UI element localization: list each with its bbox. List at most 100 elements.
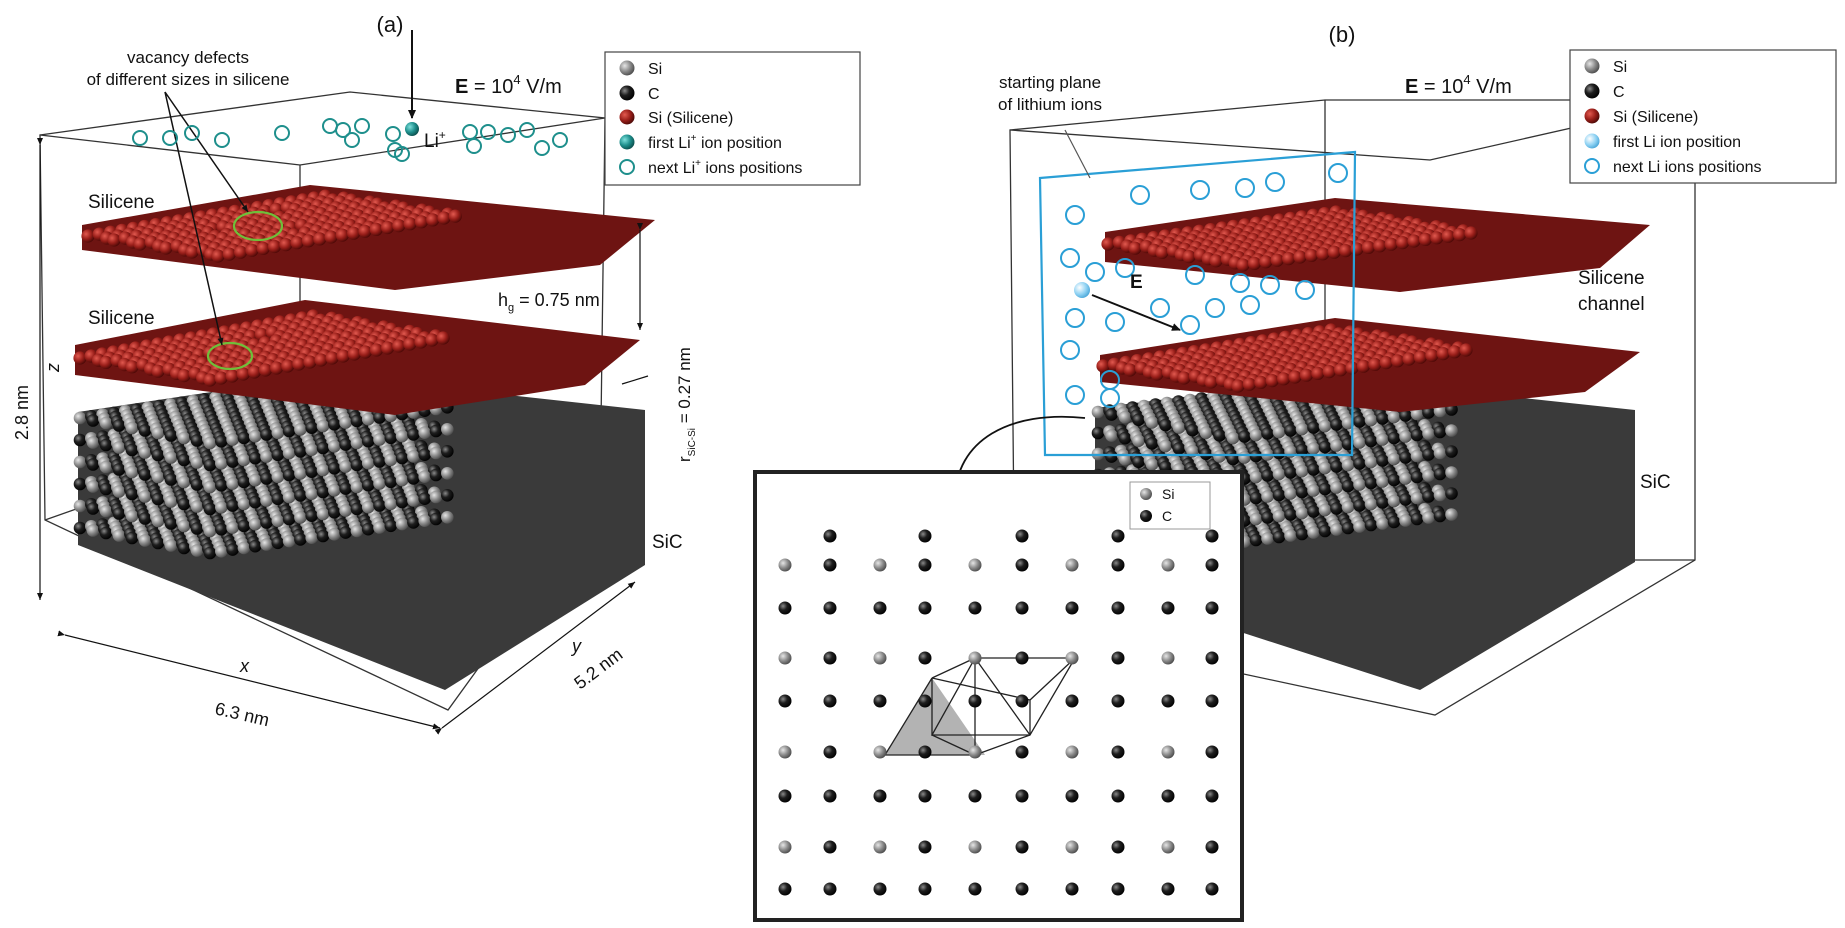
silicene-atom (358, 345, 372, 359)
inset-c-atom (1205, 745, 1219, 759)
sic-si-atom (1433, 488, 1447, 502)
sic-c-atom (1399, 493, 1412, 506)
sic-si-atom (429, 446, 443, 460)
sic-c-atom (1433, 509, 1447, 523)
sic-c-atom (282, 424, 296, 438)
next-li-ion-ring (1180, 315, 1200, 335)
legend-a-si-swatch (619, 60, 635, 76)
sic-c-atom (99, 482, 113, 496)
panel-b-silicene-top-atoms (1101, 205, 1478, 272)
sic-c-atom (1238, 430, 1251, 443)
silicene-atom (1441, 229, 1455, 243)
silicene-atom (303, 355, 317, 369)
silicene-atom (1430, 231, 1444, 245)
sic-c-atom (1318, 440, 1332, 454)
inset-legend-si-text: Si (1162, 486, 1174, 502)
sic-c-atom (305, 421, 319, 435)
inset-si-atom (873, 840, 887, 854)
sic-si-atom (125, 465, 139, 479)
sic-c-atom (177, 497, 191, 511)
silicene-atom (1236, 258, 1250, 272)
sic-c-atom (1249, 533, 1263, 547)
sic-si-atom (226, 433, 239, 446)
legend-a-first-text: first Li+ ion position (648, 133, 782, 152)
panel-b-silicene-bottom-atoms (1096, 323, 1473, 393)
sic-c-atom (164, 473, 178, 486)
sic-c-atom (350, 502, 364, 516)
starting-plane (1038, 150, 1357, 457)
legend-a-c-text: C (648, 86, 660, 103)
inset-c-atom (918, 694, 932, 708)
sic-si-atom (177, 519, 191, 533)
sic-c-atom (350, 458, 364, 472)
next-li-ion-ring (1235, 178, 1255, 198)
sic-c-atom (384, 519, 398, 533)
next-li-ion-ring (1060, 248, 1080, 268)
sic-c-atom (164, 517, 178, 530)
sic-si-atom (112, 441, 126, 454)
inset-c-atom (1015, 882, 1029, 896)
silicene-atom (403, 337, 417, 351)
sic-c-atom (441, 445, 454, 458)
inset-si-atom (1065, 558, 1079, 572)
sic-c-atom (1105, 408, 1118, 421)
sic-c-atom (1318, 482, 1332, 496)
sic-c-atom (203, 502, 217, 516)
sic-si-atom (237, 497, 251, 511)
silicene-atom (1368, 357, 1382, 371)
silicene-atom (1316, 247, 1330, 261)
sic-si-atom (1376, 433, 1389, 446)
next-li-ion-ring (354, 118, 370, 134)
sic-si-atom (1145, 416, 1159, 429)
inset-si-atom (1161, 558, 1175, 572)
starting-plane-line2: of lithium ions (998, 95, 1102, 114)
sic-c-atom (1295, 527, 1309, 541)
legend-b-silicene-text: Si (Silicene) (1613, 109, 1698, 126)
next-li-ion-ring (1265, 172, 1285, 192)
length-label: 6.3 nm (213, 698, 271, 730)
sic-c-atom (86, 458, 100, 471)
sic-c-atom (237, 475, 251, 489)
sic-c-atom (1330, 460, 1343, 473)
inset-c-atom (823, 745, 837, 759)
sic-c-atom (271, 492, 285, 506)
sic-si-atom (177, 431, 191, 445)
sic-c-atom (190, 478, 204, 491)
next-li-ion-ring (1150, 298, 1170, 318)
sic-c-atom (125, 487, 139, 501)
silicene-atom (1373, 239, 1387, 253)
sic-c-atom (1145, 437, 1159, 450)
sic-c-atom (86, 414, 100, 427)
rsic-pointer (621, 375, 649, 385)
sic-c-atom (407, 472, 420, 485)
silicene-atom (1299, 368, 1313, 382)
silicene-atom (151, 364, 165, 378)
silicene-atom (1247, 256, 1261, 270)
sic-si-atom (1410, 407, 1424, 421)
sic-si-atom (1445, 466, 1458, 479)
silicene-label-bottom: Silicene (88, 308, 155, 329)
silicene-atom (448, 209, 462, 223)
legend-a-first-swatch (619, 134, 635, 150)
sic-si-atom (1376, 475, 1389, 488)
sic-c-atom (260, 472, 273, 485)
sic-si-atom (316, 463, 330, 477)
sic-si-atom (418, 470, 432, 484)
sic-c-atom (1213, 429, 1226, 442)
inset-c-atom (918, 789, 932, 803)
starting-plane-pointer (1064, 129, 1091, 179)
inset-si-atom (873, 558, 887, 572)
inset-si-atom (778, 651, 792, 665)
sic-c-atom (1261, 511, 1274, 524)
sic-si-atom (1261, 490, 1274, 503)
sic-c-atom (316, 441, 330, 455)
sic-c-atom (226, 455, 239, 468)
field-label-b: E = 104 V/m (1405, 72, 1512, 98)
sic-si-atom (418, 514, 432, 527)
sic-si-atom (1318, 419, 1332, 433)
inset-si-atom (1065, 840, 1079, 854)
silicene-atom (1304, 248, 1318, 262)
silicene-atom (258, 363, 273, 377)
next-li-ion-ring (1085, 262, 1105, 282)
inset-c-atom (1015, 745, 1029, 759)
